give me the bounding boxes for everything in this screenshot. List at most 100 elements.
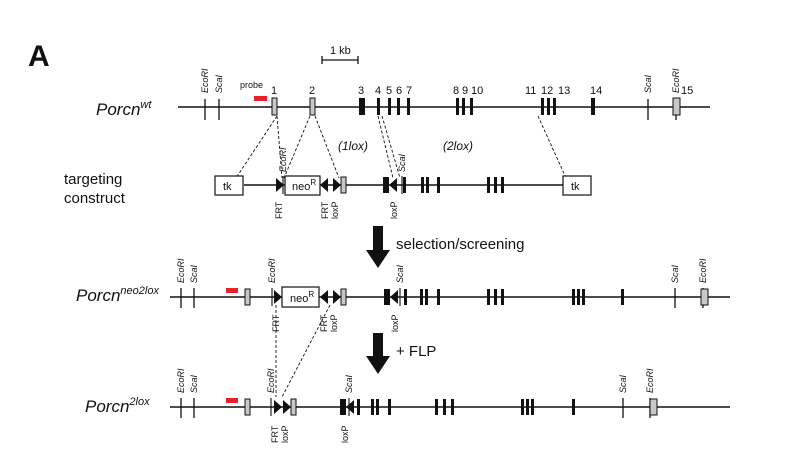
wt-allele: Porcnwt EcoRI ScaI ScaI EcoRI probe 1 2 (96, 68, 710, 120)
lox2-loxp-label-1: loxP (280, 425, 290, 443)
lox2-allele: Porcn2lox EcoRI ScaI ScaI EcoRI EcoRI Sc… (85, 368, 730, 443)
neo-frt-1 (274, 290, 282, 304)
neo-exon-12 (577, 289, 580, 305)
lox2-label-sup: 2lox (128, 396, 150, 408)
wt-exon-7 (407, 98, 410, 115)
exon-num-8: 8 (453, 85, 459, 97)
exon-num-11: 11 (525, 85, 536, 97)
lox2-exon-14 (572, 399, 575, 415)
lox2-label-base: Porcn (85, 397, 129, 416)
wt-scai-label-2: ScaI (643, 74, 653, 93)
tc-exon-7 (437, 177, 440, 193)
lox2-probe (226, 398, 238, 403)
lox2-loxp-1 (283, 400, 291, 414)
tc-loxp-label-2: loxP (389, 201, 399, 219)
wt-exon-2 (309, 97, 316, 116)
flp-label: + FLP (396, 343, 436, 360)
wt-exon-11 (541, 98, 544, 115)
tc-neo-sup: R (310, 178, 316, 187)
tc-scai-label: ScaI (397, 153, 407, 172)
wt-exon-8 (456, 98, 459, 115)
lox2-exon-10 (451, 399, 454, 415)
lox2-exon-9 (443, 399, 446, 415)
wt-exon-4 (377, 98, 380, 115)
lox2-exon-6 (376, 399, 379, 415)
neo-exon-8 (487, 289, 490, 305)
neo-loxp-2 (390, 290, 398, 304)
exon-num-3: 3 (358, 85, 364, 97)
tk-box-left (214, 175, 244, 196)
tc-exon-4 (403, 177, 406, 193)
tc-exon-6 (426, 177, 429, 193)
flp-arrow: + FLP (366, 333, 436, 374)
lox2-exon-7 (388, 399, 391, 415)
lox2-scai-label-mid: ScaI (344, 374, 354, 393)
neo-exon-3 (384, 289, 390, 305)
neo-exon-11 (572, 289, 575, 305)
tc-exon-5 (421, 177, 424, 193)
targeting-label-line2: construct (64, 190, 126, 207)
targeting-label-line1: targeting (64, 171, 122, 188)
neo-exon-1 (244, 288, 251, 306)
wt-exon-1 (271, 97, 278, 116)
tc-exon-8 (487, 177, 490, 193)
neo-frt-label-1: FRT (271, 314, 281, 332)
lox2-ecori-label-2: EcoRI (645, 368, 655, 393)
exon-num-7: 7 (406, 85, 412, 97)
tk-box-right (562, 175, 592, 196)
lox2-exon-4 (357, 399, 360, 415)
wt-ecori-label-1: EcoRI (200, 68, 210, 93)
neo-exon-7 (437, 289, 440, 305)
exon-num-9: 9 (462, 85, 468, 97)
neo-loxp-1 (333, 290, 341, 304)
wt-label: Porcnwt (96, 99, 152, 119)
neo2lox-label-base: Porcn (76, 286, 120, 305)
neo-probe (226, 288, 238, 293)
targeting-construct: targeting construct tk tk EcoRI ScaI neo… (64, 147, 592, 219)
lox2-label: Porcn2lox (85, 396, 150, 416)
tc-frt-label-2: FRT (320, 201, 330, 219)
exon-num-6: 6 (396, 85, 402, 97)
tc-loxp-1 (333, 178, 341, 192)
neo-frt-label-2: FRT (319, 314, 329, 332)
neo-neo-box (281, 286, 320, 308)
exon-num-10: 10 (471, 85, 483, 97)
one-lox-label: (1lox) (338, 139, 368, 153)
tk-label-right: tk (571, 181, 580, 193)
neo-exon-6 (425, 289, 428, 305)
neo-exon-2 (340, 288, 347, 306)
lox2-frt (274, 400, 282, 414)
neo-ecori-label-2: EcoRI (698, 258, 708, 283)
tc-neo-label: neoR (292, 178, 316, 193)
lox2-scai-label-2: ScaI (618, 374, 628, 393)
lox2-exon-5 (371, 399, 374, 415)
wt-ecori-label-2: EcoRI (671, 68, 681, 93)
exon-num-2: 2 (309, 85, 315, 97)
wt-label-base: Porcn (96, 100, 140, 119)
neo-exon-5 (420, 289, 423, 305)
panel-label: A (28, 40, 50, 73)
lox2-exon-13 (531, 399, 534, 415)
tk-label-left: tk (223, 181, 232, 193)
neo-scai-label-2: ScaI (670, 264, 680, 283)
neo2lox-allele: Porcnneo2lox EcoRI ScaI ScaI EcoRI EcoRI… (76, 258, 730, 332)
tc-frt-2 (320, 178, 328, 192)
exon-num-13: 13 (558, 85, 570, 97)
tc-loxp-2 (389, 178, 397, 192)
lox2-exon-15 (649, 398, 658, 416)
wt-exon-13 (553, 98, 556, 115)
neo2lox-label-sup: neo2lox (120, 285, 159, 297)
wt-exon-14 (591, 98, 595, 115)
neo-exon-13 (582, 289, 585, 305)
tc-exon-9 (494, 177, 497, 193)
neo-scai-label-1: ScaI (189, 264, 199, 283)
wt-exon-9 (462, 98, 465, 115)
wt-scai-label-1: ScaI (214, 74, 224, 93)
neo-exon-15 (700, 288, 709, 306)
exon-num-1: 1 (271, 85, 277, 97)
neo-exon-9 (494, 289, 497, 305)
neo-ecori-label-mid: EcoRI (267, 258, 277, 283)
wt-probe (254, 96, 267, 101)
lox2-ecori-label-mid: EcoRI (266, 368, 276, 393)
